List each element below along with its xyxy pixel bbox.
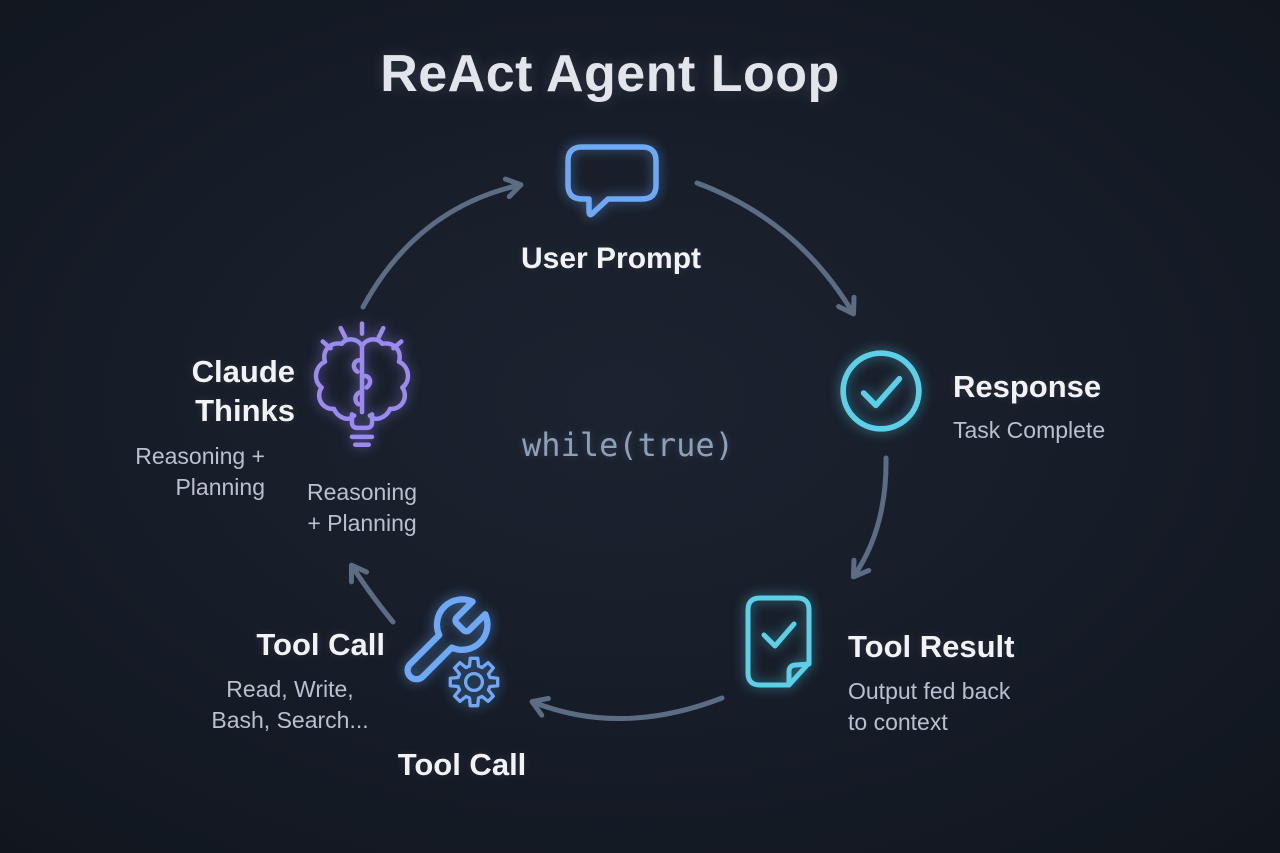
brain-caption-line1: Reasoning [307, 479, 417, 505]
brain-caption-line2: + Planning [307, 510, 417, 536]
tool-call-label: Tool Call [256, 627, 385, 662]
tool-result-sublabel-line1: Output fed back [848, 678, 1011, 704]
arrow-response-to-toolresult [850, 455, 889, 580]
arrow-toolresult-to-toolcall [529, 695, 725, 722]
arrow-claude-to-prompt [360, 176, 524, 310]
brain-caption: Reasoning + Planning [262, 477, 462, 539]
gear-icon [448, 656, 500, 708]
tool-result-label: Tool Result [848, 629, 1015, 664]
response-label: Response [953, 369, 1102, 404]
diagram-title: ReAct Agent Loop [380, 45, 840, 103]
tool-result-sublabel-line2: to context [848, 709, 948, 735]
tool-call-sublabel-line1: Read, Write, [226, 676, 354, 702]
tool-call-caption: Tool Call [397, 747, 527, 782]
response-sublabel: Task Complete [953, 417, 1106, 443]
claude-thinks-label-line1: Claude [191, 354, 295, 389]
claude-thinks-label-line2: Thinks [195, 393, 295, 428]
claude-thinks-label: Claude Thinks [95, 352, 295, 430]
arrow-prompt-to-response [694, 180, 857, 317]
while-true-code: while(true) [522, 426, 734, 464]
tool-result-sublabel: Output fed back to context [848, 676, 1010, 738]
check-circle-icon [840, 350, 922, 432]
wrench-icon [404, 596, 491, 683]
arrow-toolcall-to-claude [348, 562, 396, 625]
tool-call-sublabel: Read, Write, Bash, Search... [182, 674, 398, 736]
claude-thinks-sublabel-line2: Planning [175, 474, 265, 500]
document-check-icon [745, 595, 812, 688]
wrench-gear-icon [404, 596, 500, 708]
user-prompt-label: User Prompt [520, 242, 702, 275]
tool-call-sublabel-line2: Bash, Search... [211, 707, 369, 733]
claude-thinks-sublabel-line1: Reasoning + [135, 443, 265, 469]
claude-thinks-sublabel: Reasoning + Planning [65, 441, 265, 503]
speech-bubble-icon [565, 144, 659, 218]
brain-bulb-icon [313, 321, 411, 447]
